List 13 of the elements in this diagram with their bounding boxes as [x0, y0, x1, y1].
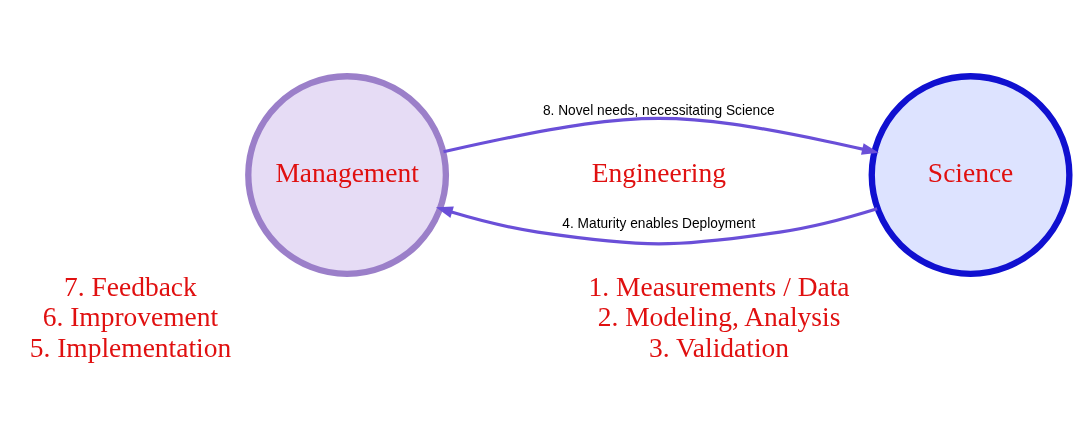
node-circle: Science	[868, 73, 1073, 277]
arrow	[435, 206, 878, 246]
arrow	[443, 116, 879, 155]
label: Engineering	[591, 157, 726, 188]
node-label: 1. Measurements / Data	[588, 271, 850, 302]
edge-label: 8. Novel needs, necessitating Science	[542, 103, 775, 119]
node-label: 2. Modeling, Analysis	[597, 302, 841, 333]
edge-label: 4. Maturity enables Deployment	[562, 216, 756, 232]
node-label: 7. Feedback	[64, 271, 197, 302]
node-label: 5. Implementation	[29, 333, 232, 364]
node-circle: Management	[245, 73, 450, 277]
node-label: 3. Validation	[649, 333, 790, 364]
node-label: 6. Improvement	[42, 302, 219, 333]
